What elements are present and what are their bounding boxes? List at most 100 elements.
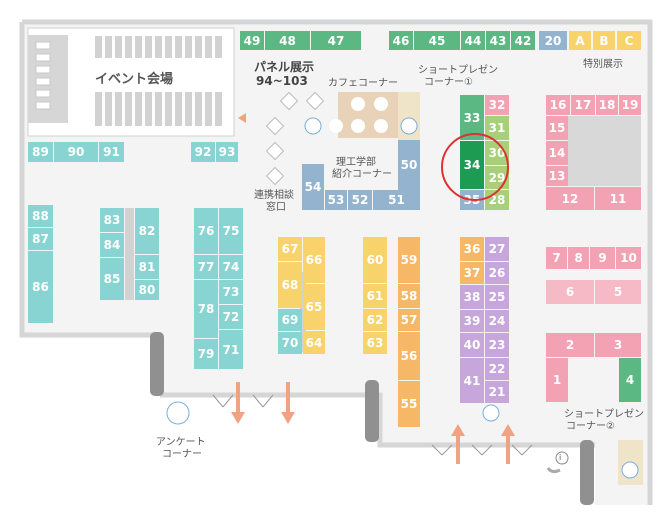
booth-25[interactable]: 25: [485, 285, 509, 309]
booth-76[interactable]: 76: [194, 208, 218, 254]
cafe-area: [338, 92, 403, 138]
booth-17[interactable]: 17: [571, 95, 595, 115]
booth-52[interactable]: 52: [348, 190, 372, 210]
booth-62[interactable]: 62: [363, 309, 387, 331]
info-icon: [555, 451, 569, 465]
booth-22[interactable]: 22: [485, 358, 509, 380]
booth-38[interactable]: 38: [460, 285, 484, 309]
booth-88[interactable]: 88: [28, 205, 53, 227]
booth-85[interactable]: 85: [100, 258, 124, 300]
booth-87[interactable]: 87: [28, 228, 53, 250]
cafe-label: カフェコーナー: [328, 78, 398, 89]
booth-93[interactable]: 93: [216, 142, 238, 162]
booth-49[interactable]: 49: [240, 31, 264, 50]
booth-1[interactable]: 1: [546, 358, 568, 402]
booth-13[interactable]: 13: [546, 166, 568, 186]
booth-78[interactable]: 78: [194, 280, 218, 338]
booth-77[interactable]: 77: [194, 255, 218, 279]
stage-chairs: [35, 41, 51, 110]
booth-19[interactable]: 19: [619, 95, 641, 115]
booth-B[interactable]: B: [593, 31, 615, 50]
booth-56[interactable]: 56: [398, 332, 420, 380]
booth-65[interactable]: 65: [303, 284, 325, 330]
booth-44[interactable]: 44: [461, 31, 485, 50]
booth-58[interactable]: 58: [398, 284, 420, 308]
booth-79[interactable]: 79: [194, 339, 218, 369]
booth-26[interactable]: 26: [485, 262, 509, 284]
booth-73[interactable]: 73: [219, 280, 243, 304]
booth-3[interactable]: 3: [595, 333, 641, 357]
booth-63[interactable]: 63: [363, 332, 387, 354]
booth-61[interactable]: 61: [363, 284, 387, 308]
booth-83[interactable]: 83: [100, 208, 124, 232]
booth-90[interactable]: 90: [54, 142, 98, 162]
booth-A[interactable]: A: [569, 31, 591, 50]
booth-33[interactable]: 33: [460, 95, 484, 140]
booth-2[interactable]: 2: [546, 333, 594, 357]
booth-64[interactable]: 64: [303, 331, 325, 354]
booth-82[interactable]: 82: [135, 208, 159, 254]
booth-39[interactable]: 39: [460, 310, 484, 332]
booth-70[interactable]: 70: [278, 332, 302, 354]
panel-display-tiles: [265, 91, 325, 186]
booth-20[interactable]: 20: [539, 31, 567, 50]
booth-8[interactable]: 8: [568, 247, 589, 269]
booth-60[interactable]: 60: [363, 237, 387, 283]
booth-12[interactable]: 12: [546, 187, 594, 210]
short-presen-2-label-line1: ショートプレゼン: [564, 409, 644, 420]
booth-54[interactable]: 54: [302, 164, 324, 210]
booth-68[interactable]: 68: [278, 262, 302, 308]
booth-50[interactable]: 50: [398, 140, 420, 190]
booth-42[interactable]: 42: [511, 31, 535, 50]
booth-37[interactable]: 37: [460, 262, 484, 284]
booth-16[interactable]: 16: [546, 95, 570, 115]
booth-10[interactable]: 10: [616, 247, 641, 269]
booth-89[interactable]: 89: [28, 142, 53, 162]
booth-55[interactable]: 55: [398, 381, 420, 427]
booth-53[interactable]: 53: [325, 190, 347, 210]
booth-59[interactable]: 59: [398, 237, 420, 283]
booth-7[interactable]: 7: [546, 247, 567, 269]
consult-window-label-line2: 窓口: [266, 202, 286, 213]
booth-41[interactable]: 41: [460, 358, 484, 403]
booth-48[interactable]: 48: [265, 31, 310, 50]
booth-67[interactable]: 67: [278, 237, 302, 261]
highlight-circle: [441, 133, 509, 201]
booth-36[interactable]: 36: [460, 237, 484, 261]
booth-72[interactable]: 72: [219, 305, 243, 329]
cafe-tables: [329, 97, 388, 133]
booth-81[interactable]: 81: [135, 255, 159, 279]
booth-27[interactable]: 27: [485, 237, 509, 261]
event-hall-chairs: [95, 36, 222, 126]
booth-14[interactable]: 14: [546, 141, 568, 165]
booth-15[interactable]: 15: [546, 116, 568, 140]
booth-69[interactable]: 69: [278, 309, 302, 331]
booth-91[interactable]: 91: [99, 142, 124, 162]
booth-80[interactable]: 80: [135, 280, 159, 300]
booth-86[interactable]: 86: [28, 251, 53, 323]
booth-5[interactable]: 5: [595, 280, 641, 304]
booth-23[interactable]: 23: [485, 333, 509, 357]
booth-71[interactable]: 71: [219, 330, 243, 369]
booth-47[interactable]: 47: [311, 31, 361, 50]
booth-66[interactable]: 66: [303, 237, 325, 283]
booth-92[interactable]: 92: [191, 142, 215, 162]
booth-74[interactable]: 74: [219, 255, 243, 279]
booth-9[interactable]: 9: [590, 247, 615, 269]
booth-43[interactable]: 43: [486, 31, 510, 50]
booth-75[interactable]: 75: [219, 208, 243, 254]
booth-45[interactable]: 45: [414, 31, 460, 50]
booth-57[interactable]: 57: [398, 309, 420, 331]
booth-51[interactable]: 51: [373, 190, 420, 210]
booth-40[interactable]: 40: [460, 333, 484, 357]
booth-84[interactable]: 84: [100, 233, 124, 257]
booth-46[interactable]: 46: [389, 31, 413, 50]
booth-4[interactable]: 4: [619, 358, 641, 402]
booth-11[interactable]: 11: [595, 187, 641, 210]
booth-C[interactable]: C: [617, 31, 641, 50]
booth-32[interactable]: 32: [485, 95, 509, 115]
booth-6[interactable]: 6: [546, 280, 594, 304]
booth-18[interactable]: 18: [596, 95, 618, 115]
booth-24[interactable]: 24: [485, 310, 509, 332]
booth-21[interactable]: 21: [485, 381, 509, 403]
